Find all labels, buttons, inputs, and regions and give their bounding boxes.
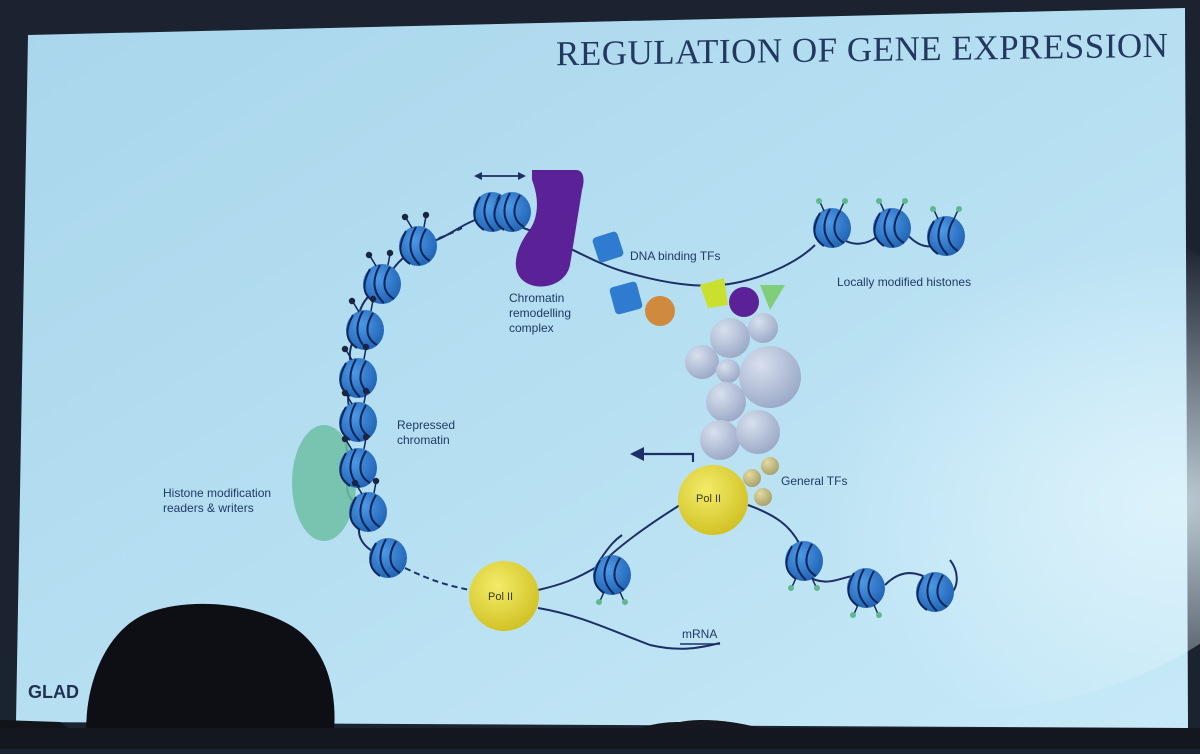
audience-silhouettes xyxy=(0,603,1200,749)
pol-ii-initiating xyxy=(678,465,748,535)
label-dna-binding-tfs: DNA binding TFs xyxy=(630,249,721,263)
label-pol-ii-top: Pol II xyxy=(696,493,722,505)
label-pol-ii-bottom: Pol II xyxy=(488,591,514,603)
chromatin-remodelling-complex xyxy=(515,170,584,287)
footer-logo-text: GLAD xyxy=(28,682,79,702)
label-general-tfs: General TFs xyxy=(781,474,848,488)
slide-title: REGULATION OF GENE EXPRESSION xyxy=(555,25,1168,74)
label-histone-modification: Histone modification readers & writers xyxy=(163,486,272,515)
dna-binding-tfs xyxy=(592,231,785,326)
label-chromatin-remodelling: Chromatin remodelling complex xyxy=(509,291,572,335)
pol-ii-elongating xyxy=(469,561,539,631)
transcription-direction-arrow xyxy=(630,447,695,462)
remodelled-nucleosome xyxy=(472,172,532,233)
label-mrna: mRNA xyxy=(682,627,718,641)
mediator-complex xyxy=(685,313,801,506)
label-locally-modified-histones: Locally modified histones xyxy=(837,275,972,289)
reader-writer-complex xyxy=(292,425,356,541)
label-repressed-chromatin: Repressed chromatin xyxy=(397,418,456,447)
